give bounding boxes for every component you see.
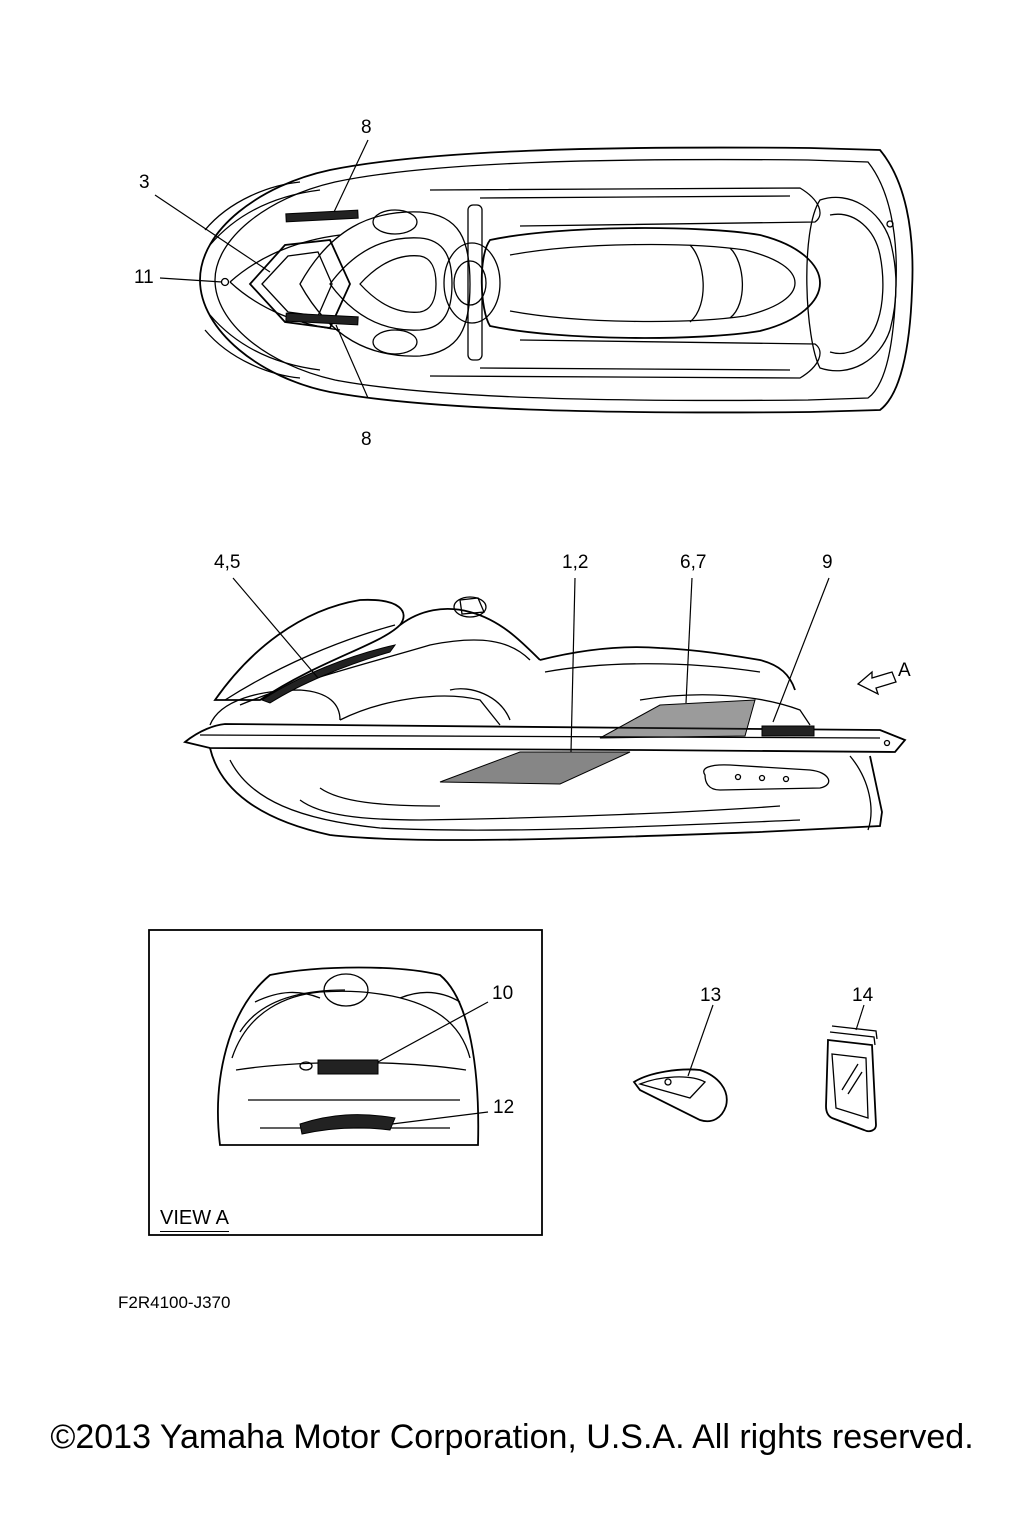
- item-14-manual: [825, 1004, 878, 1133]
- top-view-watercraft: [154, 139, 914, 414]
- rear-view-watercraft: [217, 966, 489, 1146]
- copyright-notice: ©2013 Yamaha Motor Corporation, U.S.A. A…: [50, 1418, 974, 1456]
- callout-3: 3: [139, 172, 150, 193]
- part-code: F2R4100-J370: [118, 1293, 231, 1312]
- yamaha-emblem-side: [761, 725, 815, 737]
- rear-logo-decal: [299, 1114, 396, 1135]
- yamaha-emblem-rear: [317, 1059, 379, 1075]
- supercharged-decal-upper: [285, 209, 359, 223]
- hood-graphic-decal: [260, 644, 397, 704]
- callout-view-a-arrow-label: A: [898, 660, 911, 681]
- callout-12: 12: [493, 1097, 515, 1118]
- callout-10: 10: [492, 983, 514, 1004]
- callout-9: 9: [822, 552, 833, 573]
- rear-graphic-decal: [599, 699, 756, 739]
- arrow-left-icon: [856, 670, 897, 696]
- side-graphic-decal: [439, 751, 631, 785]
- supercharged-decal-lower: [285, 312, 359, 326]
- callout-8-upper: 8: [361, 117, 372, 138]
- side-view-watercraft: [183, 577, 907, 841]
- item-13-pouch: [632, 1004, 728, 1123]
- callout-1-2: 1,2: [562, 552, 589, 573]
- callout-14: 14: [852, 985, 874, 1006]
- callout-8-lower: 8: [361, 429, 372, 450]
- view-a-label: VIEW A: [160, 1207, 229, 1232]
- callout-11: 11: [134, 267, 154, 288]
- callout-6-7: 6,7: [680, 552, 707, 573]
- callout-13: 13: [700, 985, 722, 1006]
- callout-4-5: 4,5: [214, 552, 241, 573]
- view-a-frame: [148, 929, 543, 1236]
